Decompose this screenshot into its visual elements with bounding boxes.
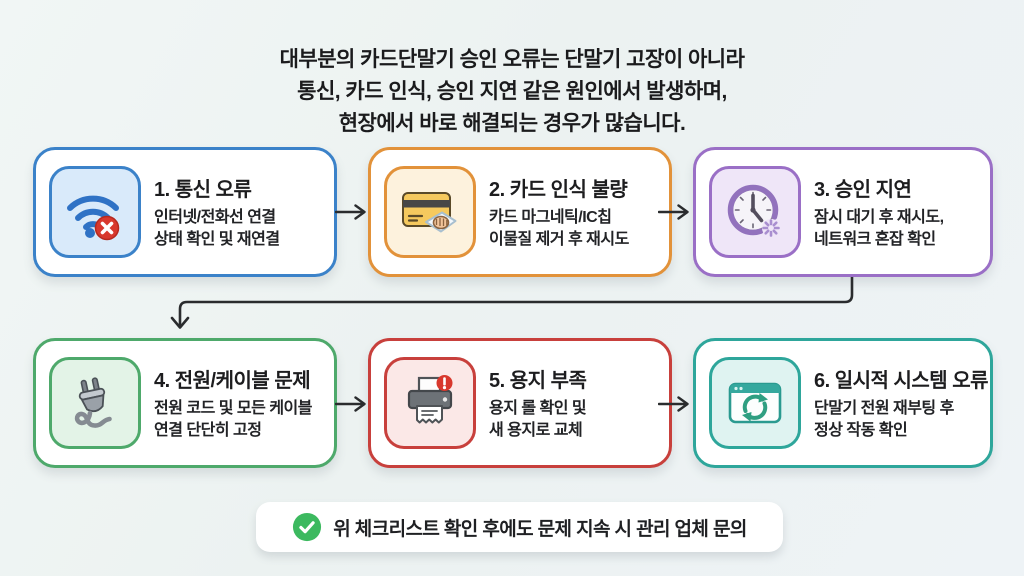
- step-description: 전원 코드 및 모든 케이블 연결 단단히 고정: [154, 400, 312, 439]
- step-card-communication-error: 1. 통신 오류 인터넷/전화선 연결 상태 확인 및 재연결: [33, 147, 337, 277]
- arrow-right-icon: [658, 396, 689, 412]
- step-card-card-recognition: 2. 카드 인식 불량 카드 마그네틱/IC칩 이물질 제거 후 재시도: [368, 147, 672, 277]
- footer-note: 위 체크리스트 확인 후에도 문제 지속 시 관리 업체 문의: [256, 502, 783, 552]
- step-description: 카드 마그네틱/IC칩 이물질 제거 후 재시도: [489, 209, 629, 248]
- step-card-power-cable: 4. 전원/케이블 문제 전원 코드 및 모든 케이블 연결 단단히 고정: [33, 338, 337, 468]
- step-title: 1. 통신 오류: [154, 179, 252, 201]
- step-card-approval-delay: 3. 승인 지연 잠시 대기 후 재시도, 네트워크 혼잡 확인: [693, 147, 993, 277]
- step-description: 단말기 전원 재부팅 후 정상 작동 확인: [814, 400, 954, 439]
- step-description: 인터넷/전화선 연결 상태 확인 및 재연결: [154, 209, 280, 248]
- step-description: 용지 롤 확인 및 새 용지로 교체: [489, 400, 587, 439]
- check-circle-icon: [292, 512, 322, 542]
- wifi-error-icon: [49, 166, 141, 258]
- power-plug-icon: [49, 357, 141, 449]
- arrow-right-icon: [335, 204, 366, 220]
- printer-alert-icon: [384, 357, 476, 449]
- intro-text: 대부분의 카드단말기 승인 오류는 단말기 고장이 아니라 통신, 카드 인식,…: [279, 48, 745, 135]
- card-clean-icon: [384, 166, 476, 258]
- step-card-system-error: 6. 일시적 시스템 오류 단말기 전원 재부팅 후 정상 작동 확인: [693, 338, 993, 468]
- step-title: 2. 카드 인식 불량: [489, 179, 628, 201]
- step-card-paper-shortage: 5. 용지 부족 용지 롤 확인 및 새 용지로 교체: [368, 338, 672, 468]
- arrow-right-icon: [658, 204, 689, 220]
- system-refresh-icon: [709, 357, 801, 449]
- step-description: 잠시 대기 후 재시도, 네트워크 혼잡 확인: [814, 209, 944, 248]
- footer-note-text: 위 체크리스트 확인 후에도 문제 지속 시 관리 업체 문의: [333, 518, 747, 540]
- step-title: 3. 승인 지연: [814, 179, 912, 201]
- row-wrap-connector-arrow: [170, 277, 854, 329]
- step-title: 6. 일시적 시스템 오류: [814, 370, 989, 392]
- step-title: 5. 용지 부족: [489, 370, 587, 392]
- clock-waiting-icon: [709, 166, 801, 258]
- step-title: 4. 전원/케이블 문제: [154, 370, 311, 392]
- arrow-right-icon: [335, 396, 366, 412]
